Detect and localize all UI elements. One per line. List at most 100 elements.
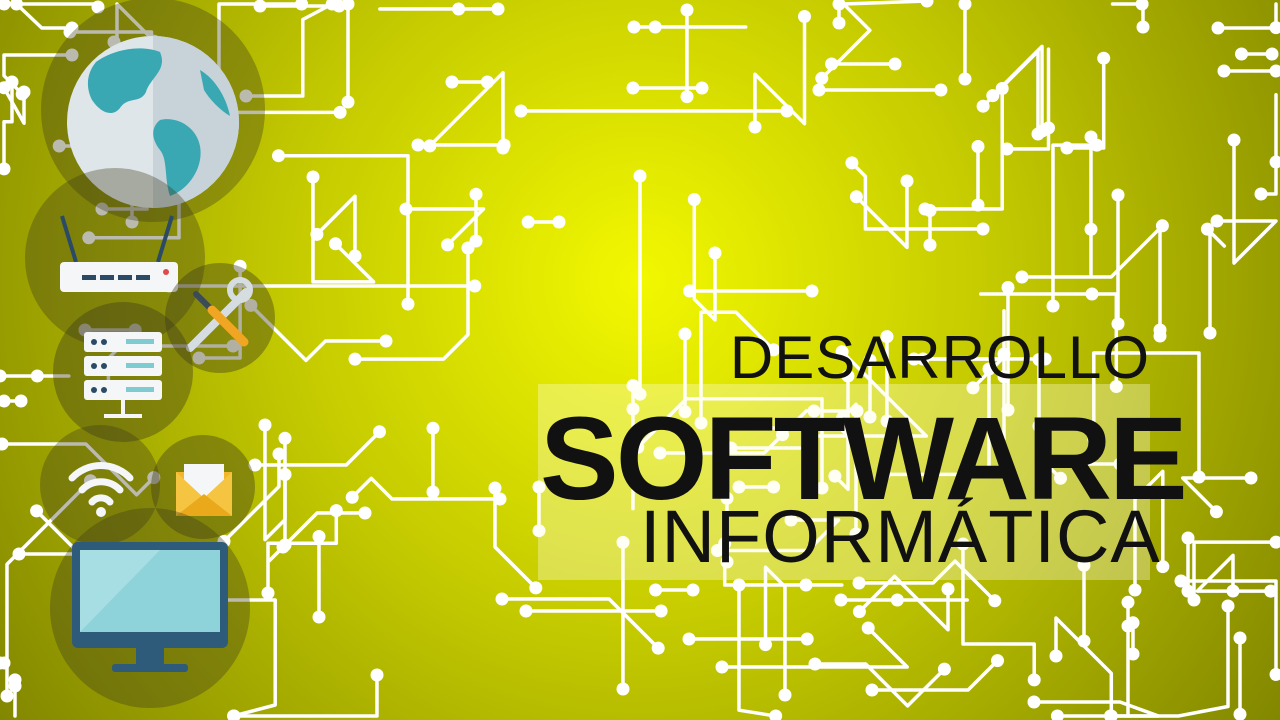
circuit-node [1031, 127, 1045, 141]
circuit-node [1227, 133, 1241, 147]
circuit-node [468, 279, 482, 293]
circuit-trace [1051, 143, 1099, 308]
circuit-node [1135, 0, 1149, 11]
circuit-node [841, 369, 855, 383]
circuit-node [997, 347, 1011, 361]
circuit-node [258, 418, 272, 432]
circuit-node [272, 447, 286, 461]
circuit-node [799, 578, 813, 592]
circuit-trace [1065, 56, 1106, 150]
circuit-node [633, 387, 647, 401]
circuit-node [1015, 270, 1029, 284]
circuit-node [958, 0, 972, 11]
circuit-node [832, 0, 846, 11]
circuit-node [1001, 403, 1015, 417]
circuit-node [1049, 649, 1063, 663]
circuit-node [521, 215, 535, 229]
circuit-node [30, 504, 44, 518]
circuit-trace [404, 207, 486, 247]
circuit-node [1181, 531, 1195, 545]
wifi-icon [40, 425, 160, 545]
circuit-node [1210, 214, 1224, 228]
circuit-node [678, 405, 692, 419]
server-icon [53, 302, 193, 442]
circuit-node [1027, 673, 1041, 687]
circuit-node [1032, 353, 1046, 367]
circuit-node [759, 638, 772, 652]
circuit-trace [500, 597, 660, 650]
circuit-trace [753, 14, 807, 129]
circuit-node [732, 480, 746, 494]
circuit-node [616, 682, 630, 696]
circuit-node [920, 0, 934, 8]
circuit-node [815, 481, 829, 495]
circuit-node [1269, 668, 1280, 681]
circuit-node [626, 402, 640, 416]
circuit-node [452, 2, 466, 16]
circuit-node [332, 0, 346, 13]
circuit-trace [636, 397, 824, 490]
circuit-node [966, 381, 980, 395]
circuit-node [1136, 20, 1150, 34]
circuit-node [65, 21, 79, 35]
monitor-icon [50, 508, 250, 708]
circuit-trace [1110, 2, 1145, 29]
circuit-node [0, 394, 11, 408]
circuit-node [880, 330, 894, 344]
circuit-node [767, 480, 781, 494]
circuit-trace [961, 542, 1036, 682]
circuit-trace [737, 583, 778, 718]
circuit-node [426, 485, 440, 499]
circuit-node [1269, 64, 1280, 78]
circuit-node [986, 89, 1000, 103]
circuit-node [784, 513, 798, 527]
circuit-node [514, 104, 528, 118]
circuit-node [812, 83, 826, 97]
circuit-trace [493, 486, 538, 590]
circuit-node [971, 140, 985, 153]
circuit-node [1211, 21, 1225, 35]
mail-icon [151, 435, 255, 539]
circuit-node [1174, 574, 1188, 588]
circuit-node [1054, 471, 1067, 485]
circuit-node [995, 82, 1009, 95]
circuit-trace [820, 0, 929, 81]
circuit-trace [249, 303, 388, 363]
circuit-node [958, 72, 972, 86]
circuit-node [1001, 281, 1015, 294]
circuit-node [52, 139, 66, 153]
circuit-node [798, 10, 811, 23]
circuit-node [312, 610, 326, 624]
circuit-node [278, 468, 292, 481]
circuit-node [1265, 47, 1279, 61]
circuit-node [1235, 47, 1248, 61]
circuit-trace [350, 476, 502, 501]
circuit-node [631, 440, 645, 454]
circuit-node [125, 215, 139, 229]
circuit-trace [2, 86, 26, 125]
circuit-node [192, 351, 206, 365]
circuit-node [805, 284, 819, 298]
circuit-trace [923, 86, 1004, 211]
circuit-node [379, 334, 393, 348]
circuit-node [616, 535, 630, 549]
circuit-node [627, 20, 641, 34]
circuit-trace [692, 197, 717, 322]
circuit-trace [978, 292, 1119, 389]
circuit-node [329, 237, 342, 251]
circuit-node [8, 673, 22, 687]
circuit-trace [1044, 462, 1122, 481]
circuit-node [310, 227, 324, 241]
circuit-node [519, 604, 533, 618]
circuit-node [496, 141, 510, 155]
circuit-trace [1092, 351, 1201, 479]
circuit-node [828, 469, 842, 483]
circuit-node [720, 491, 734, 505]
circuit-node [278, 431, 292, 445]
circuit-node [233, 259, 247, 273]
circuit-trace [1192, 540, 1278, 602]
circuit-node [1244, 471, 1258, 485]
circuit-node [1233, 707, 1247, 720]
circuit-node [956, 537, 970, 551]
